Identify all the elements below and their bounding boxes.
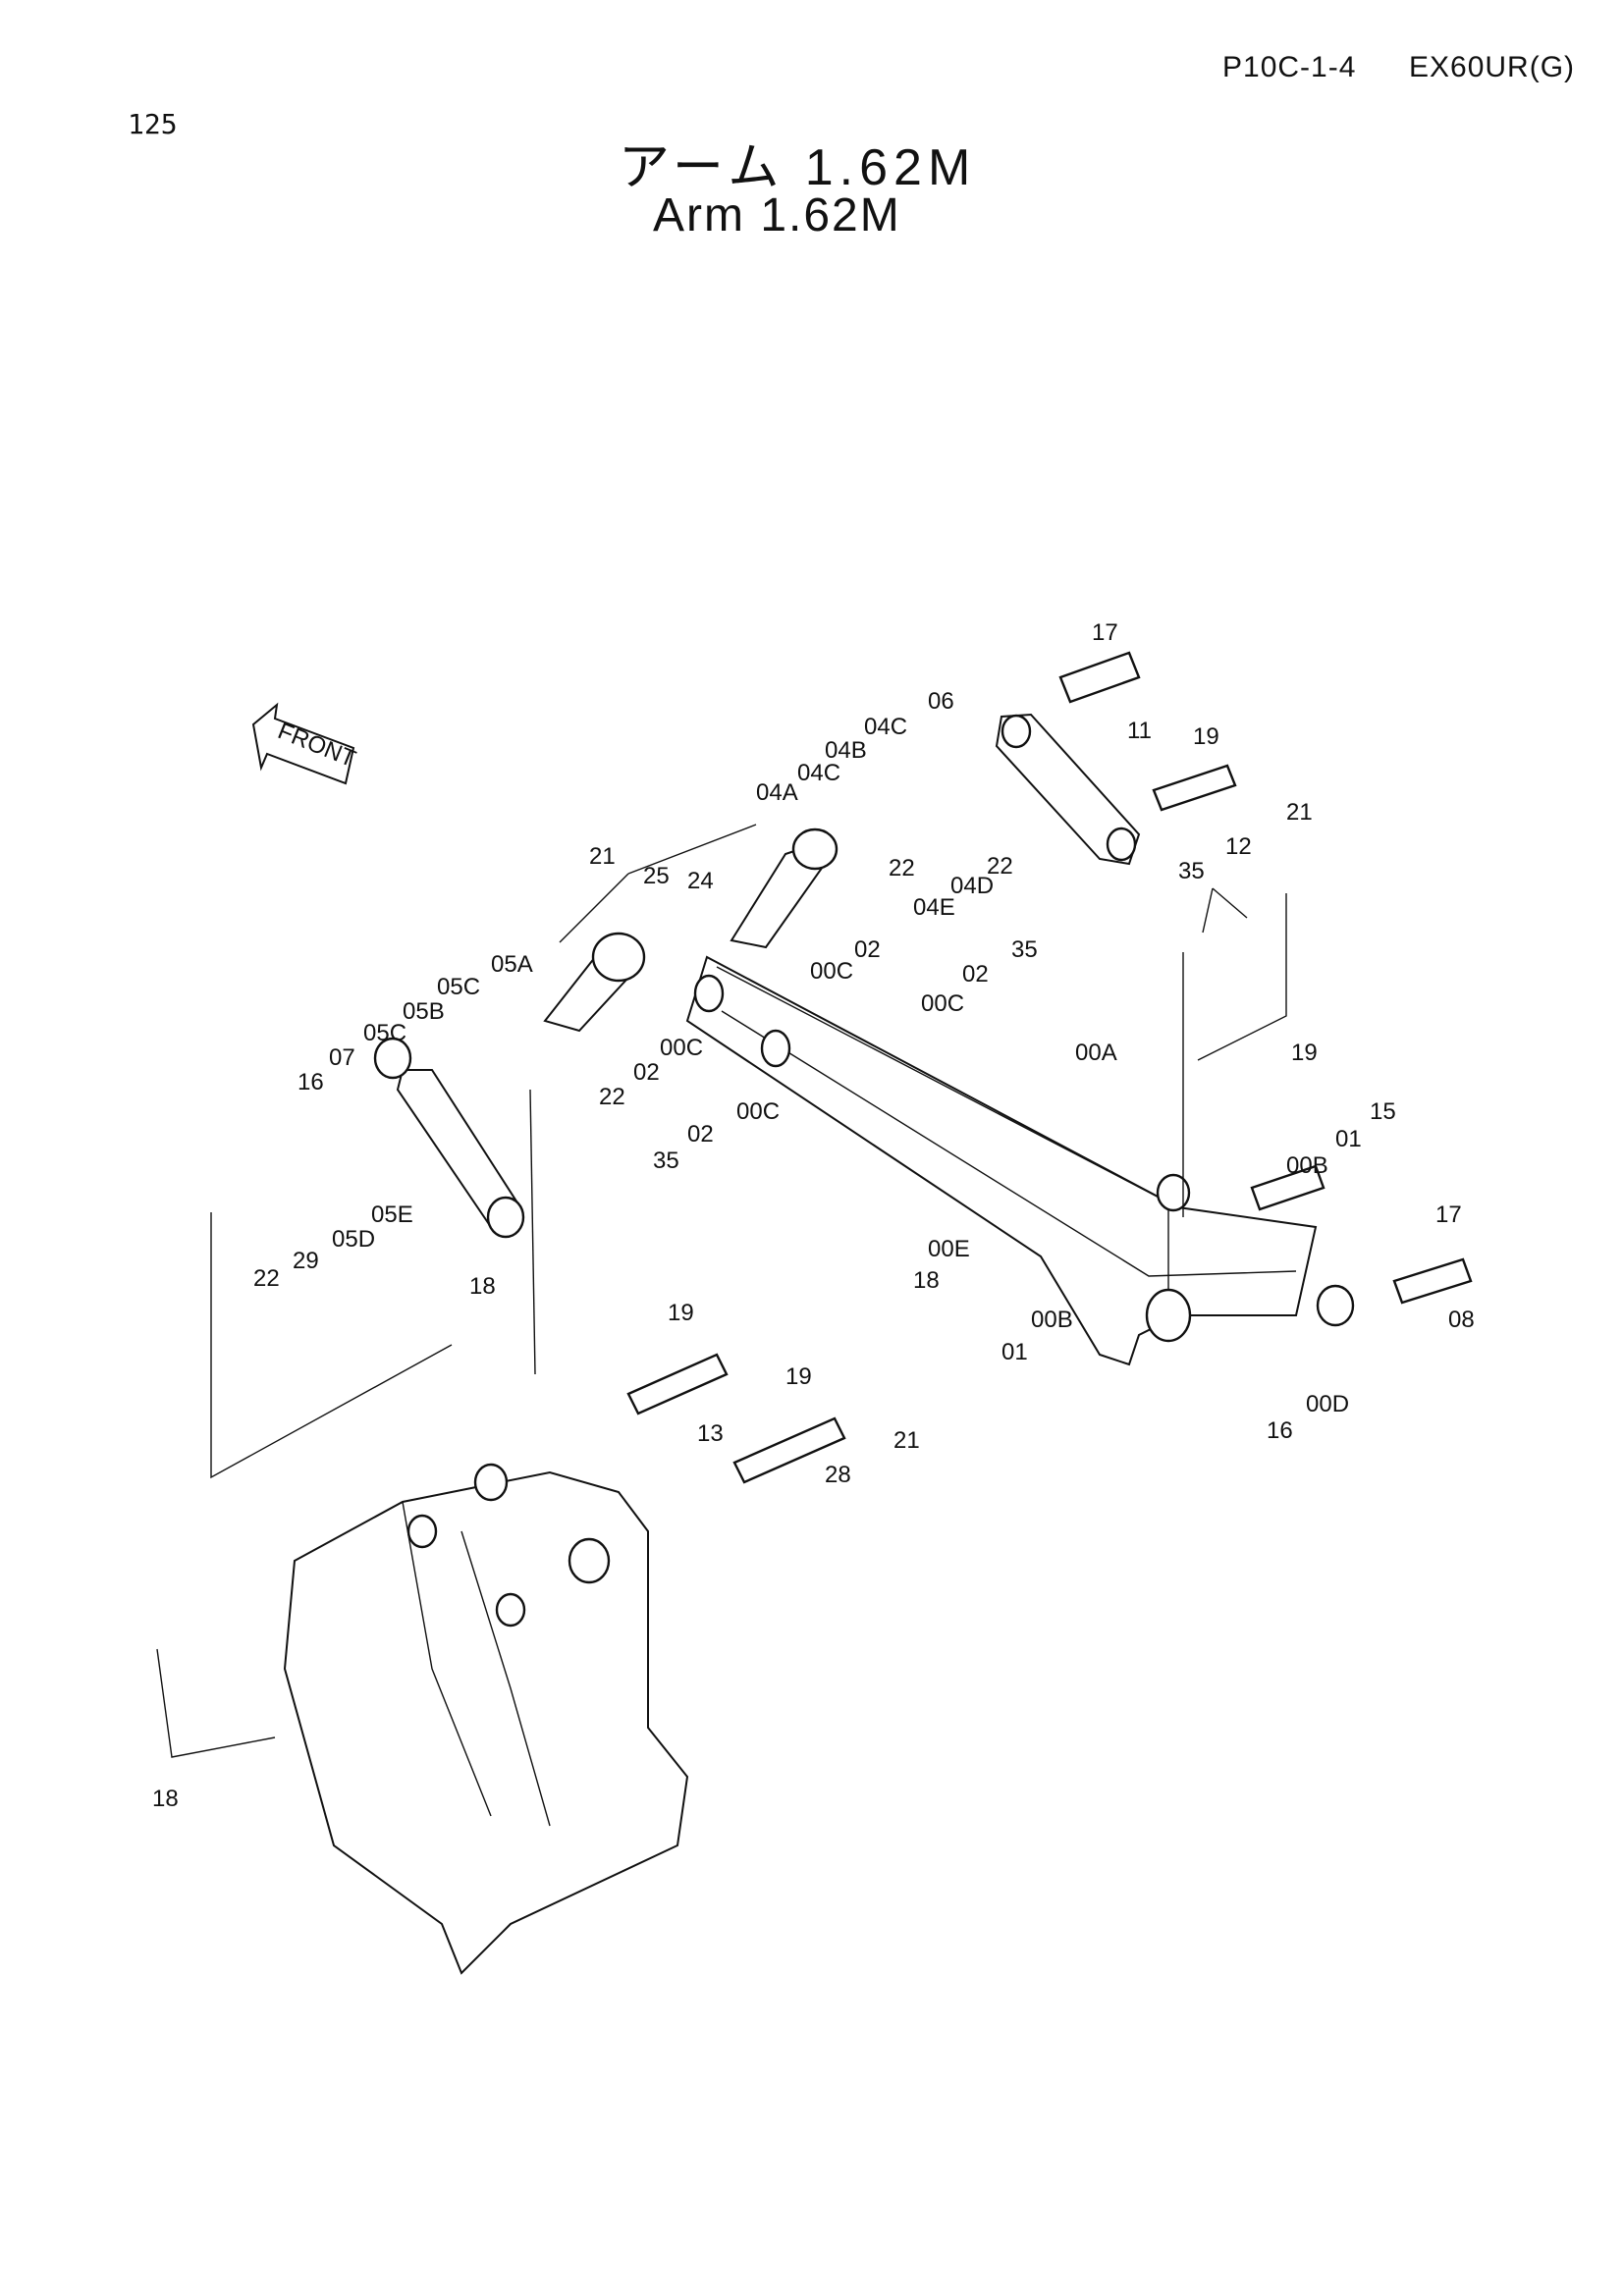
title-japanese: アーム 1.62M <box>619 139 977 196</box>
callout-02-c: 02 <box>633 1059 660 1086</box>
callout-19-lower: 19 <box>668 1300 694 1326</box>
callout-05b: 05B <box>403 998 445 1025</box>
callout-21: 21 <box>1286 799 1313 826</box>
callout-18-left: 18 <box>469 1273 496 1300</box>
callout-05a: 05A <box>491 951 533 978</box>
callout-15: 15 <box>1370 1098 1396 1125</box>
callout-13: 13 <box>697 1420 724 1447</box>
callout-04d: 04D <box>950 873 994 899</box>
callout-00c-b: 00C <box>921 990 964 1017</box>
front-arrow-icon: FRONT <box>251 702 359 785</box>
callout-01-right: 01 <box>1335 1126 1362 1152</box>
callout-02-d: 02 <box>687 1121 714 1148</box>
callout-00e: 00E <box>928 1236 970 1262</box>
part-callouts: 17 11 06 19 21 12 04C 04B 04C 04A 22 04D… <box>152 619 1475 1812</box>
callout-04b: 04B <box>825 737 867 764</box>
callout-22-right: 22 <box>987 853 1013 880</box>
callout-19-right: 19 <box>1291 1040 1318 1066</box>
leader-lines <box>156 824 1287 1758</box>
page-reference: P10C-1-4 <box>1222 51 1357 83</box>
callout-00c-d: 00C <box>736 1098 780 1125</box>
bucket <box>283 1463 689 1975</box>
callout-04c-top: 04C <box>864 714 907 740</box>
callout-00a: 00A <box>1075 1040 1117 1066</box>
callout-18-bottom: 18 <box>152 1786 179 1812</box>
callout-02-b: 02 <box>962 961 989 988</box>
callout-05e: 05E <box>371 1201 413 1228</box>
arm-body <box>685 955 1355 1366</box>
callout-17-right: 17 <box>1435 1201 1462 1228</box>
callout-17: 17 <box>1092 619 1118 646</box>
front-arrow-label: FRONT <box>274 718 359 773</box>
callout-25: 25 <box>643 863 670 889</box>
callout-00c-c: 00C <box>660 1035 703 1061</box>
callout-35-mid: 35 <box>1011 936 1038 963</box>
callout-28: 28 <box>825 1462 851 1488</box>
links <box>373 828 839 1239</box>
callout-21-lower: 21 <box>893 1427 920 1454</box>
callout-16-right: 16 <box>1267 1417 1293 1444</box>
callout-18-mid: 18 <box>913 1267 940 1294</box>
callout-16-left: 16 <box>298 1069 324 1095</box>
callout-07: 07 <box>329 1044 355 1071</box>
callout-22-left: 22 <box>599 1084 625 1110</box>
callout-21-left: 21 <box>589 843 616 870</box>
callout-35-left: 35 <box>653 1148 679 1174</box>
callout-19-lower-b: 19 <box>785 1363 812 1390</box>
callout-22-far-left: 22 <box>253 1265 280 1292</box>
callout-29: 29 <box>293 1248 319 1274</box>
callout-00b-lower: 00B <box>1031 1307 1073 1333</box>
callout-08: 08 <box>1448 1307 1475 1333</box>
callout-05d: 05D <box>332 1226 375 1253</box>
callout-00d: 00D <box>1306 1391 1349 1417</box>
callout-04a: 04A <box>756 779 798 806</box>
callout-05c-a: 05C <box>437 974 480 1000</box>
callout-19: 19 <box>1193 723 1219 750</box>
callout-05c-b: 05C <box>363 1020 406 1046</box>
callout-22-mid: 22 <box>889 855 915 881</box>
callout-06: 06 <box>928 688 954 715</box>
callout-11: 11 <box>1127 718 1152 744</box>
title-english: Arm 1.62M <box>653 189 901 241</box>
callout-04e: 04E <box>913 894 955 921</box>
callout-24: 24 <box>687 868 714 894</box>
page-number: 125 <box>128 108 178 140</box>
machine-model: EX60UR(G) <box>1409 51 1576 83</box>
pins <box>626 651 1473 1484</box>
callout-02-a: 02 <box>854 936 881 963</box>
callout-35-right: 35 <box>1178 858 1205 884</box>
link-06 <box>995 713 1141 866</box>
callout-01-lower: 01 <box>1001 1339 1028 1365</box>
callout-12: 12 <box>1225 833 1252 860</box>
callout-00b-right: 00B <box>1286 1152 1328 1179</box>
callout-00c-a: 00C <box>810 958 853 985</box>
callout-04c: 04C <box>797 760 840 786</box>
